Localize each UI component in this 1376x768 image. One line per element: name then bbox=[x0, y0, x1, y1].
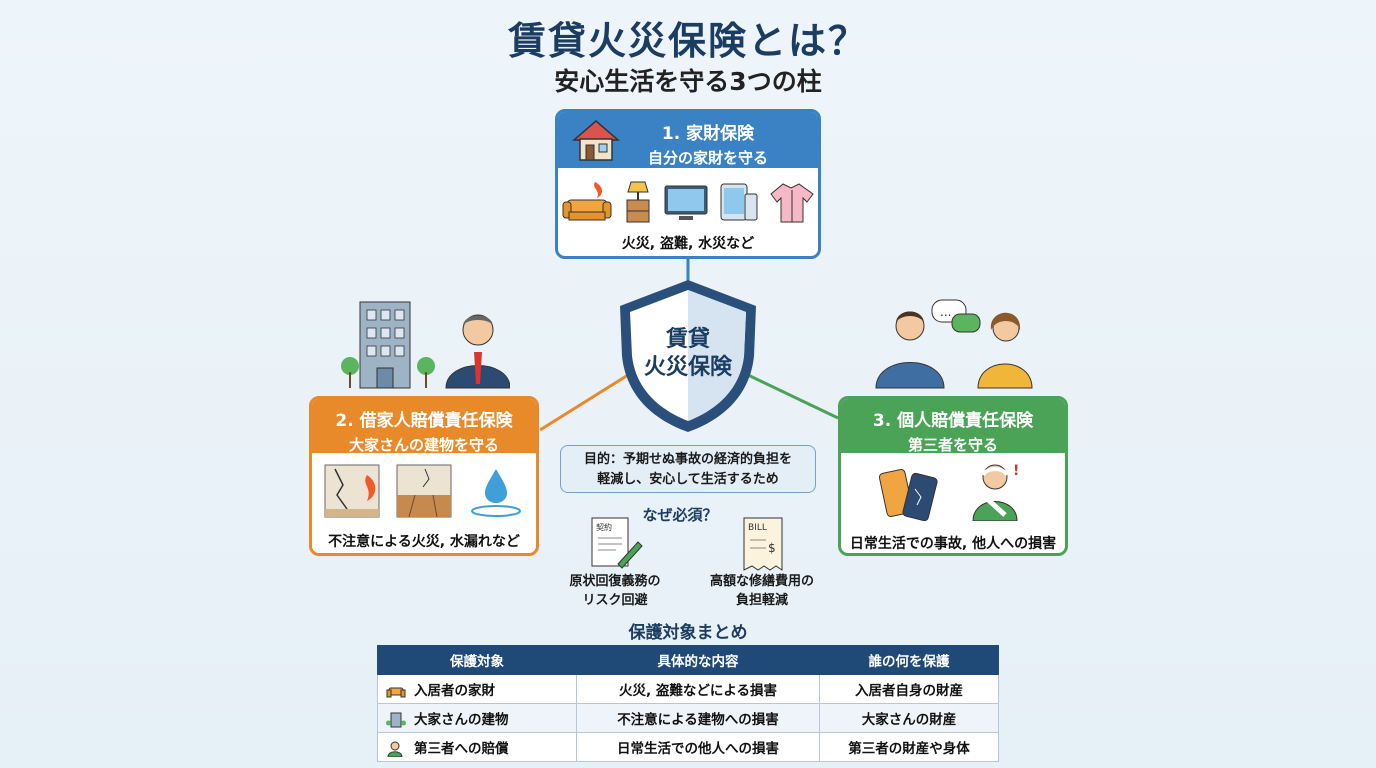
summary-table: 保護対象 具体的な内容 誰の何を保護 入居者の家財 火災, 盗難などによる損害 … bbox=[377, 645, 999, 762]
cracked-wall-fire-icon bbox=[324, 464, 380, 518]
purpose-line1: 目的：予期せぬ事故の経済的負担を bbox=[583, 452, 792, 467]
personal-liability-card: 3. 個人賠償責任保険 第三者を守る ! 日常生活での事故, 他人への損害 bbox=[838, 396, 1068, 556]
row-protects: 第三者の財産や身体 bbox=[819, 732, 999, 762]
shield-icon bbox=[620, 280, 756, 432]
tablet-phone-icon bbox=[720, 183, 758, 221]
row-target: 入居者の家財 bbox=[414, 683, 495, 699]
personal-card-header: 3. 個人賠償責任保険 第三者を守る bbox=[841, 399, 1065, 454]
sofa-fire-icon bbox=[562, 182, 612, 221]
why-item-1-line1: 原状回復義務の bbox=[569, 574, 661, 589]
shirt-icon bbox=[770, 183, 814, 223]
row-target-cell: 入居者の家財 bbox=[377, 674, 577, 704]
injured-person-icon: ! bbox=[972, 463, 1019, 521]
connector-right bbox=[747, 373, 839, 420]
tenant-liability-card: 2. 借家人賠償責任保険 大家さんの建物を守る 不注意による火災, 水漏れなど bbox=[309, 396, 539, 556]
tenant-card-header: 2. 借家人賠償責任保険 大家さんの建物を守る bbox=[312, 399, 536, 454]
home-card-title: 1. 家財保険 bbox=[661, 124, 755, 144]
row-target: 大家さんの建物 bbox=[414, 712, 509, 728]
personal-card-subtitle: 第三者を守る bbox=[907, 436, 998, 454]
summary-heading: 保護対象まとめ bbox=[628, 623, 748, 643]
damaged-floor-icon bbox=[396, 464, 452, 518]
shield-line2: 火災保険 bbox=[643, 355, 732, 380]
injured-person-icon bbox=[387, 741, 403, 757]
summary-header-row: 保護対象 具体的な内容 誰の何を保護 bbox=[377, 645, 999, 675]
contract-doc-label: 契約 bbox=[596, 522, 612, 532]
col-detail: 具体的な内容 bbox=[576, 645, 820, 675]
why-item-2-line2: 負担軽減 bbox=[735, 593, 788, 608]
bill-doc-label: BILL bbox=[748, 523, 767, 533]
tenant-icons bbox=[312, 463, 536, 519]
purpose-line2: 軽減し、安心して生活するため bbox=[597, 472, 779, 487]
broken-phone-icon bbox=[878, 469, 938, 521]
col-protects: 誰の何を保護 bbox=[819, 645, 999, 675]
row-detail: 日常生活での他人への損害 bbox=[576, 732, 820, 762]
row-detail: 火災, 盗難などによる損害 bbox=[576, 674, 820, 704]
contract-document-icon: 契約 bbox=[591, 517, 643, 569]
shield-line1: 賃貸 bbox=[665, 327, 710, 352]
row-target: 第三者への賠償 bbox=[414, 741, 509, 757]
svg-text:$: $ bbox=[768, 541, 776, 555]
house-icon bbox=[572, 120, 620, 161]
tenant-card-title: 2. 借家人賠償責任保険 bbox=[335, 411, 513, 431]
tenant-card-caption: 不注意による火災, 水漏れなど bbox=[328, 534, 520, 550]
why-item-repair-cost: 高額な修繕費用の 負担軽減 bbox=[692, 572, 832, 610]
why-item-2-line1: 高額な修繕費用の bbox=[709, 574, 814, 589]
home-card-subtitle: 自分の家財を守る bbox=[647, 149, 768, 167]
row-protects: 入居者自身の財産 bbox=[819, 674, 999, 704]
bill-receipt-icon: BILL $ bbox=[743, 517, 783, 571]
sofa-icon bbox=[386, 687, 406, 698]
why-heading: なぜ必須？ bbox=[642, 506, 718, 524]
table-row: 第三者への賠償 日常生活での他人への損害 第三者の財産や身体 bbox=[377, 732, 999, 762]
landlord-building-illustration bbox=[341, 301, 510, 389]
row-protects: 大家さんの財産 bbox=[819, 703, 999, 733]
table-row: 入居者の家財 火災, 盗難などによる損害 入居者自身の財産 bbox=[377, 674, 999, 704]
home-contents-card: 1. 家財保険 自分の家財を守る bbox=[555, 109, 821, 259]
personal-card-caption: 日常生活での事故, 他人への損害 bbox=[849, 536, 1057, 552]
svg-text:!: ! bbox=[1013, 463, 1019, 479]
water-drop-icon bbox=[471, 469, 521, 517]
connector-left bbox=[539, 373, 629, 432]
home-icons bbox=[558, 178, 818, 226]
page-subtitle: 安心生活を守る3つの柱 bbox=[554, 67, 822, 96]
row-target-cell: 大家さんの建物 bbox=[377, 703, 577, 733]
table-row: 大家さんの建物 不注意による建物への損害 大家さんの財産 bbox=[377, 703, 999, 733]
building-icon bbox=[386, 712, 406, 728]
lamp-cabinet-icon bbox=[626, 181, 650, 223]
personal-card-title: 3. 個人賠償責任保険 bbox=[872, 411, 1034, 431]
home-card-caption: 火災, 盗難, 水災など bbox=[621, 236, 755, 252]
tenant-card-subtitle: 大家さんの建物を守る bbox=[348, 436, 499, 454]
why-item-restoration: 原状回復義務の リスク回避 bbox=[545, 572, 685, 610]
row-target-cell: 第三者への賠償 bbox=[377, 732, 577, 762]
personal-icons: ! bbox=[841, 461, 1065, 521]
page-title: 賃貸火災保険とは？ bbox=[507, 19, 868, 63]
home-card-header: 1. 家財保険 自分の家財を守る bbox=[558, 112, 818, 168]
col-target: 保護対象 bbox=[377, 645, 577, 675]
shield-label: 賃貸 火災保険 bbox=[614, 326, 762, 382]
purpose-box: 目的：予期せぬ事故の経済的負担を 軽減し、安心して生活するため bbox=[560, 445, 816, 493]
svg-text:...: ... bbox=[940, 305, 951, 319]
people-talking-illustration: ... bbox=[875, 299, 1033, 389]
tv-icon bbox=[664, 185, 708, 220]
why-item-1-line2: リスク回避 bbox=[582, 593, 648, 608]
row-detail: 不注意による建物への損害 bbox=[576, 703, 820, 733]
